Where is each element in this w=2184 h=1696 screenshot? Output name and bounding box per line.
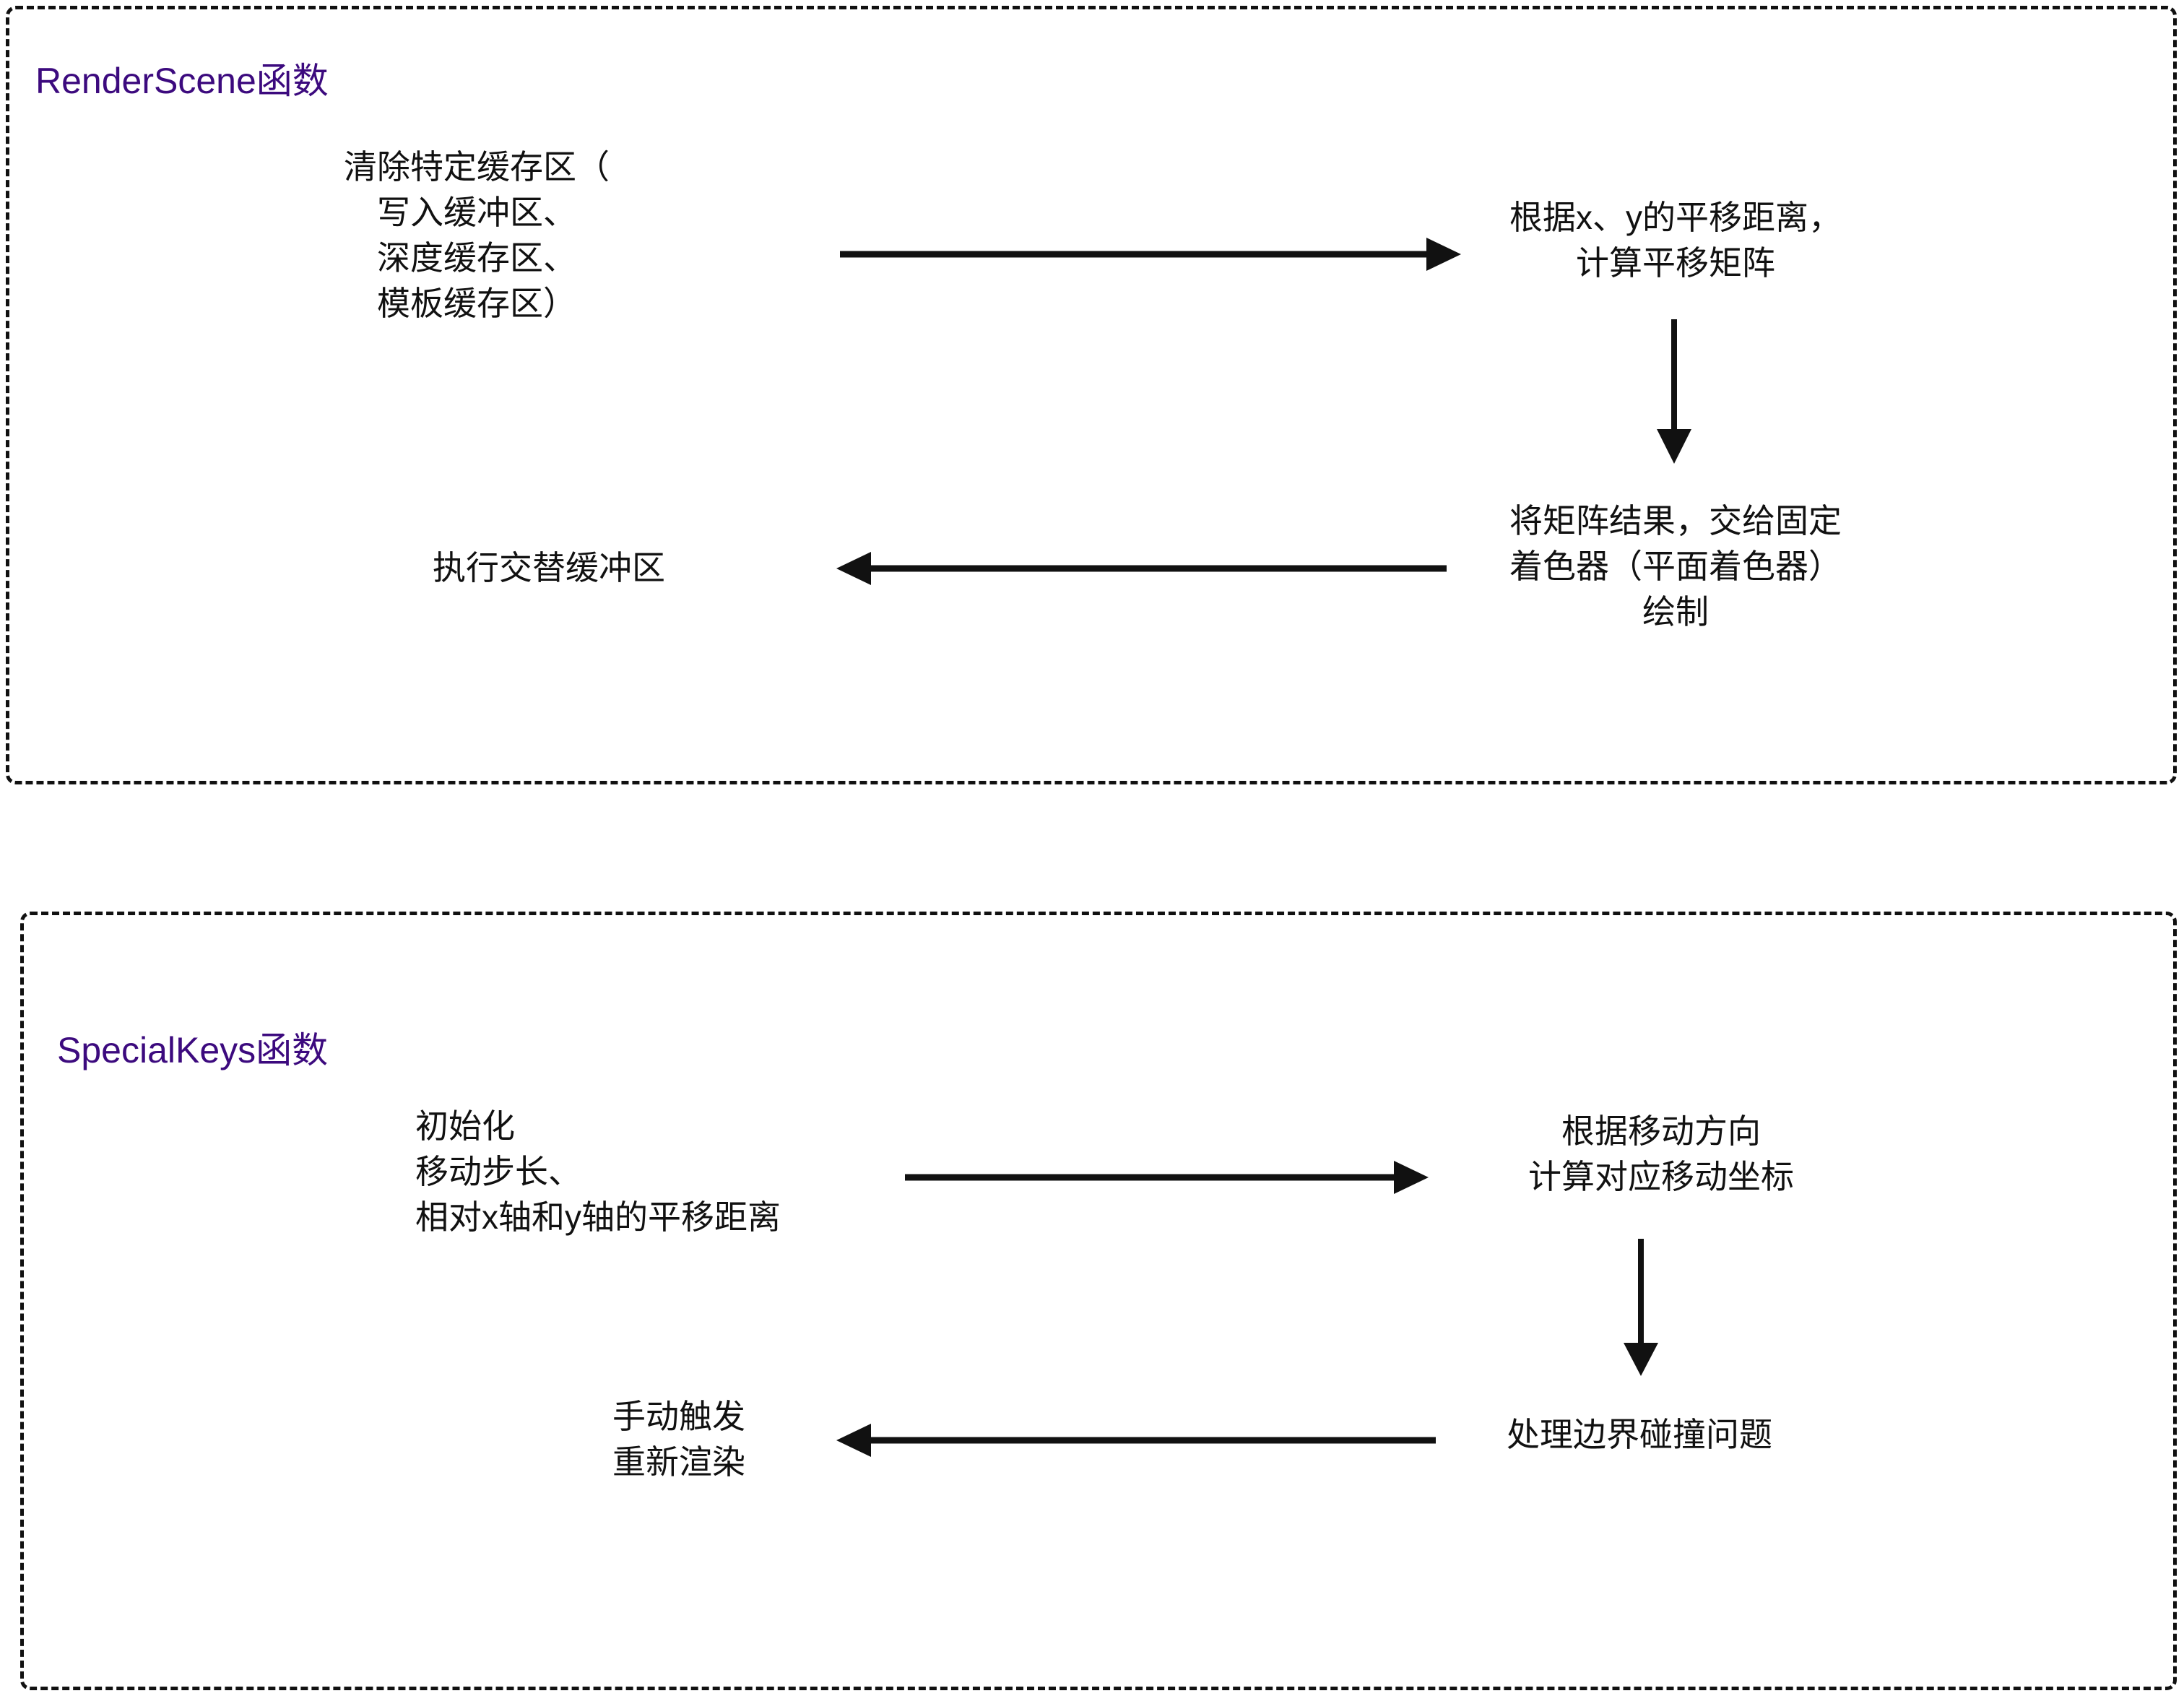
arrow-left-collision-to-rerender: [836, 1424, 1436, 1457]
node-clear-buffers: 清除特定缓存区（ 写入缓冲区、 深度缓存区、 模板缓存区）: [344, 148, 610, 322]
group-renderscene-title: RenderScene函数: [35, 61, 329, 101]
node-translate-matrix: 根据x、y的平移距离， 计算平移矩阵: [1509, 199, 1842, 282]
node-move-direction: 根据移动方向 计算对应移动坐标: [1528, 1112, 1794, 1195]
node-fixed-shader-draw: 将矩阵结果，交给固定 着色器（平面着色器） 绘制: [1509, 502, 1842, 631]
node-boundary-collision: 处理边界碰撞问题: [1507, 1416, 1772, 1453]
arrow-down-translate-to-shader: [1657, 319, 1691, 464]
group-renderscene: RenderScene函数: [6, 6, 2177, 784]
node-manual-rerender: 手动触发 重新渲染: [612, 1398, 745, 1481]
node-init-step: 初始化 移动步长、 相对x轴和y轴的平移距离: [415, 1107, 781, 1236]
node-swap-buffers: 执行交替缓冲区: [433, 549, 665, 587]
arrow-right-clear-to-translate: [840, 238, 1461, 271]
group-specialkeys: SpecialKeys函数: [20, 912, 2177, 1690]
arrow-right-init-to-direction: [905, 1161, 1429, 1194]
arrow-down-direction-to-collision: [1624, 1239, 1658, 1376]
group-specialkeys-title: SpecialKeys函数: [57, 1030, 329, 1070]
arrow-left-shader-to-swap: [836, 552, 1447, 585]
